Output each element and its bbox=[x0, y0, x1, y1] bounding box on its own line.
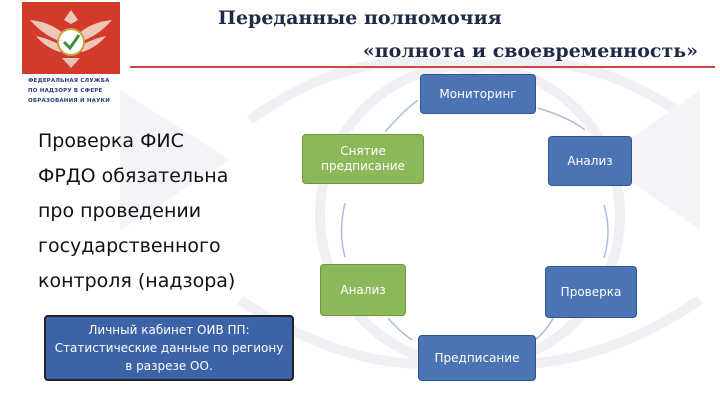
lead-text: Проверка ФИС ФРДО обязательна про провед… bbox=[38, 124, 288, 299]
personal-cabinet-note: Личный кабинет ОИВ ПП: Статистические да… bbox=[44, 315, 294, 381]
arrow-analysis-inspection bbox=[603, 204, 609, 259]
node-inspection: Проверка bbox=[545, 266, 637, 318]
node-inspection-label: Проверка bbox=[560, 284, 622, 299]
arrow-removal-monitoring bbox=[384, 99, 419, 133]
lead-line-4: государственного bbox=[38, 235, 221, 257]
node-analysis-left: Анализ bbox=[320, 264, 406, 316]
node-monitoring-label: Мониторинг bbox=[439, 86, 517, 101]
eagle-emblem-icon bbox=[30, 10, 112, 68]
node-removal: Снятие предписание bbox=[302, 134, 424, 184]
title-line-2: «полнота и своевременность» bbox=[362, 40, 698, 62]
lead-line-5: контроля (надзора) bbox=[38, 270, 236, 292]
agency-line-3: ОБРАЗОВАНИЯ И НАУКИ bbox=[28, 98, 111, 104]
note-text: Личный кабинет ОИВ ПП: Статистические да… bbox=[54, 323, 284, 373]
node-analysis-right: Анализ bbox=[548, 136, 632, 186]
agency-line-2: ПО НАДЗОРУ В СФЕРЕ bbox=[28, 88, 103, 94]
arrow-analysis-removal bbox=[340, 202, 346, 258]
node-removal-label: Снятие предписание bbox=[321, 144, 405, 173]
lead-line-1: Проверка ФИС bbox=[38, 130, 184, 152]
node-monitoring: Мониторинг bbox=[420, 74, 536, 114]
title-line-1: Переданные полномочия bbox=[218, 7, 502, 29]
lead-line-3: про проведении bbox=[38, 200, 202, 222]
node-analysis-left-label: Анализ bbox=[340, 282, 386, 297]
node-prescription: Предписание bbox=[418, 335, 536, 381]
arrow-prescription-analysis bbox=[387, 317, 413, 341]
page-title: Переданные полномочия «полнота и своевре… bbox=[178, 2, 698, 68]
agency-name: ФЕДЕРАЛЬНАЯ СЛУЖБА ПО НАДЗОРУ В СФЕРЕ ОБ… bbox=[28, 76, 128, 106]
node-prescription-label: Предписание bbox=[434, 350, 520, 365]
lead-line-2: ФРДО обязательна bbox=[38, 165, 229, 187]
arrow-monitoring-analysis bbox=[537, 107, 586, 131]
agency-logo bbox=[22, 2, 120, 74]
agency-line-1: ФЕДЕРАЛЬНАЯ СЛУЖБА bbox=[28, 78, 110, 84]
title-divider bbox=[130, 66, 715, 68]
node-analysis-right-label: Анализ bbox=[567, 153, 613, 168]
